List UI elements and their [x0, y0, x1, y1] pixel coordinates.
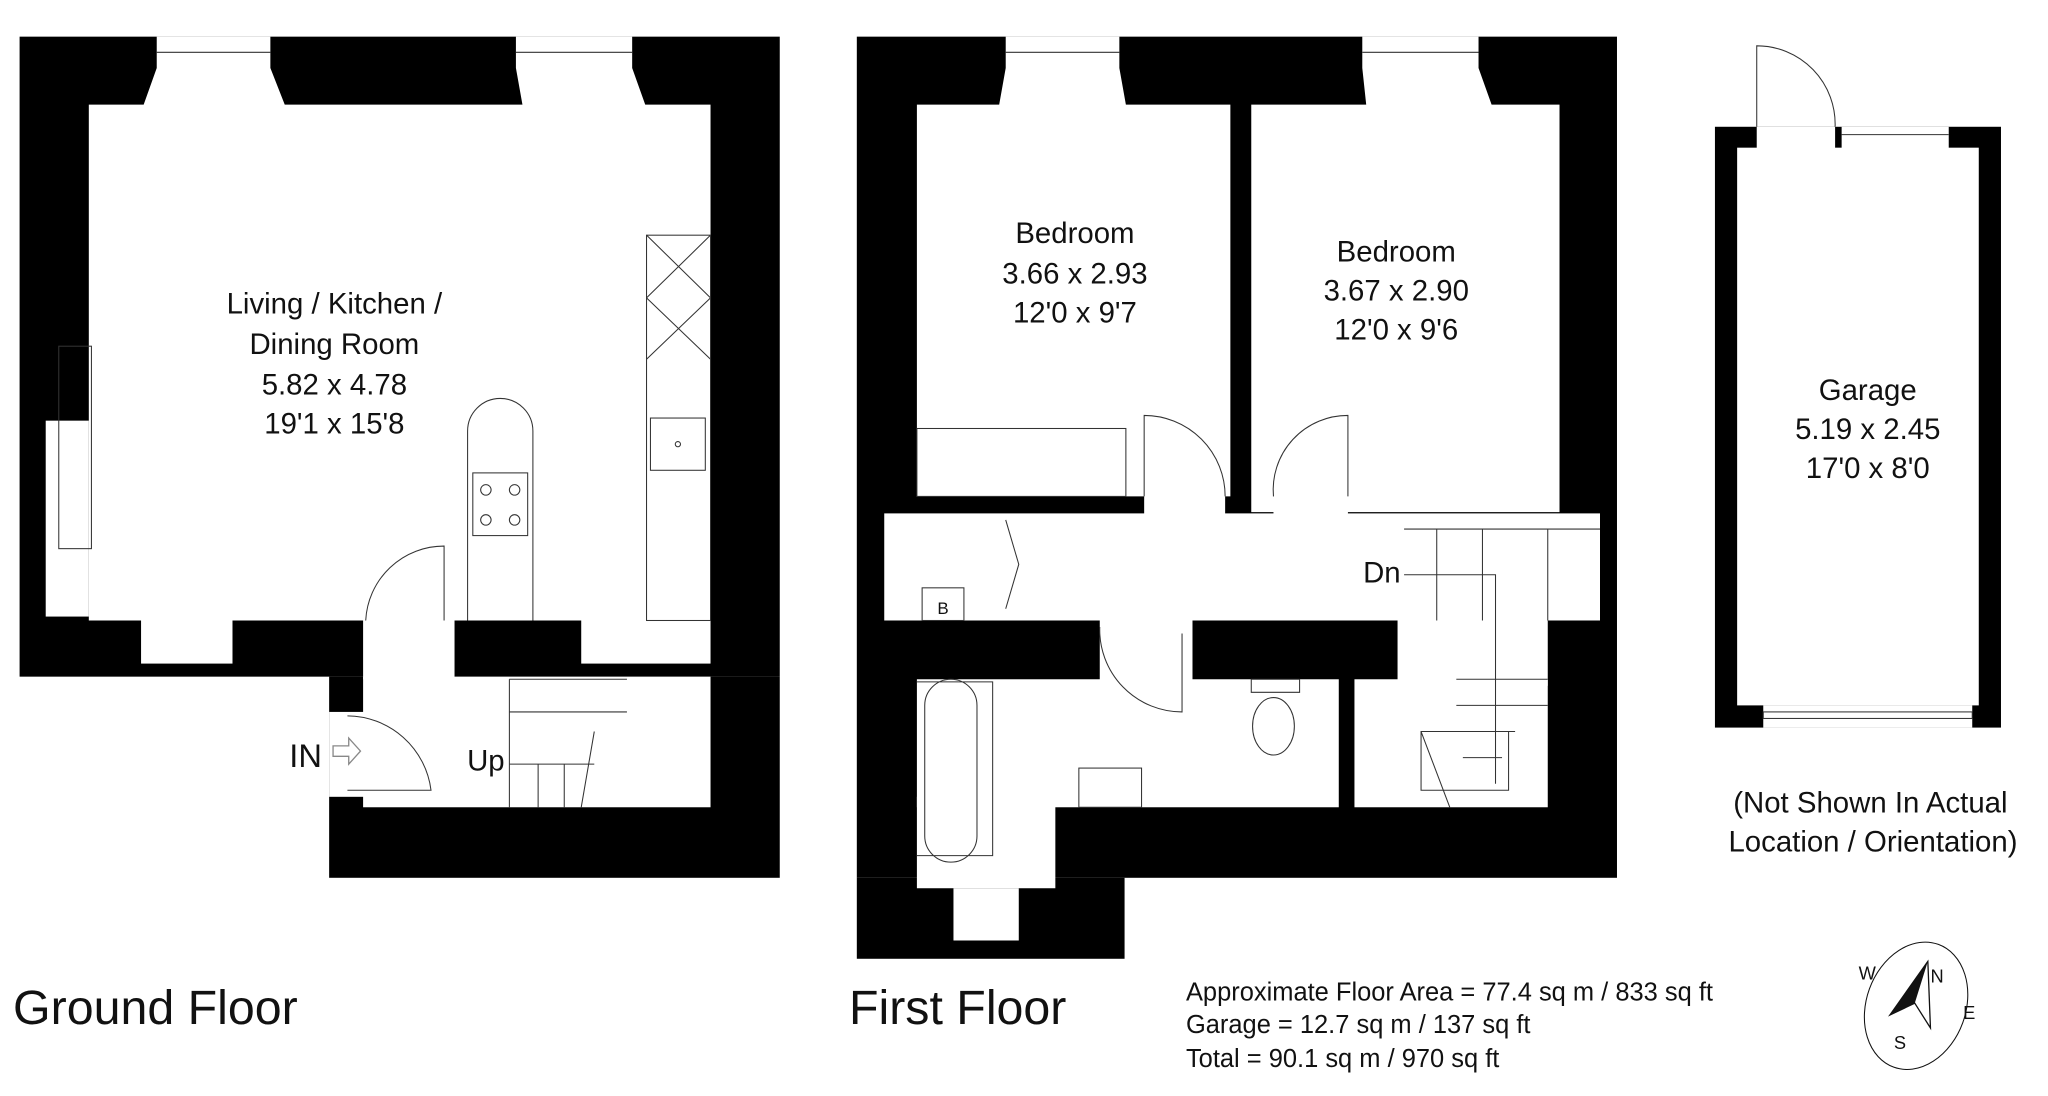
- garage-name: Garage: [1819, 374, 1917, 407]
- bedroom-2-metric: 3.67 x 2.90: [1324, 274, 1469, 307]
- hall: [363, 676, 711, 808]
- toilet: [1252, 697, 1295, 756]
- bathroom: [916, 679, 1339, 808]
- boiler: [921, 587, 965, 622]
- living-kitchen-dining-room: [88, 68, 711, 621]
- room-name: Dining Room: [249, 328, 419, 361]
- stairs-label: Dn: [1363, 557, 1401, 590]
- sink: [1078, 767, 1143, 808]
- bedroom-1-imperial: 12'0 x 9'7: [1013, 297, 1137, 330]
- bedroom-2-imperial: 12'0 x 9'6: [1334, 314, 1458, 347]
- door-swing: [365, 545, 445, 621]
- garage-note: Location / Orientation): [1728, 826, 2017, 859]
- bedroom-1: [916, 68, 1231, 497]
- compass-icon: N E S W: [1859, 941, 1975, 1070]
- landing: [884, 513, 1600, 621]
- garage-note: (Not Shown In Actual: [1733, 786, 2007, 819]
- wardrobe: [916, 427, 1127, 497]
- bath-tub: [916, 678, 994, 863]
- garage-imperial: 17'0 x 8'0: [1806, 452, 1930, 485]
- bedroom-2-name: Bedroom: [1337, 235, 1456, 268]
- garage-plan: Garage 5.19 x 2.45 17'0 x 8'0 (Not Shown…: [1714, 45, 2017, 859]
- room-dimensions-imperial: 19'1 x 15'8: [264, 408, 404, 441]
- front-door-swing: [347, 715, 432, 791]
- hob: [472, 472, 529, 537]
- bedroom-1-name: Bedroom: [1015, 217, 1134, 250]
- boiler-label: B: [937, 599, 948, 618]
- floor-area-text: Approximate Floor Area = 77.4 sq m / 833…: [1186, 979, 1713, 1007]
- ground-floor-plan: Living / Kitchen / Dining Room 5.82 x 4.…: [13, 36, 780, 1035]
- total-area-text: Total = 90.1 sq m / 970 sq ft: [1186, 1045, 1499, 1073]
- garage-metric: 5.19 x 2.45: [1795, 413, 1940, 446]
- garage-up-and-over-door: [1762, 711, 1973, 719]
- bedroom-2: [1251, 68, 1560, 513]
- room-name: Living / Kitchen /: [227, 288, 443, 321]
- room-dimensions-metric: 5.82 x 4.78: [262, 369, 407, 402]
- first-floor-title: First Floor: [849, 981, 1066, 1035]
- garage-area-text: Garage = 12.7 sq m / 137 sq ft: [1186, 1011, 1531, 1039]
- stair-area: [1354, 679, 1548, 808]
- svg-text:N: N: [1930, 965, 1943, 986]
- svg-text:S: S: [1894, 1032, 1906, 1053]
- garage-door-swing: [1756, 45, 1836, 127]
- svg-text:E: E: [1963, 1002, 1975, 1023]
- garage: [1737, 147, 1979, 706]
- svg-text:W: W: [1859, 963, 1877, 984]
- stairs: [508, 678, 627, 808]
- entrance-arrow-icon: [332, 736, 362, 766]
- first-floor-plan: B Bedroom 3.66 x 2.93 12'0 x 9'7 Bedroom…: [849, 36, 1617, 1035]
- entrance-label: IN: [289, 737, 322, 774]
- bedroom-1-metric: 3.66 x 2.93: [1002, 258, 1147, 291]
- ground-floor-title: Ground Floor: [13, 981, 298, 1035]
- stairs-label: Up: [467, 745, 505, 778]
- stairs: [1404, 528, 1600, 808]
